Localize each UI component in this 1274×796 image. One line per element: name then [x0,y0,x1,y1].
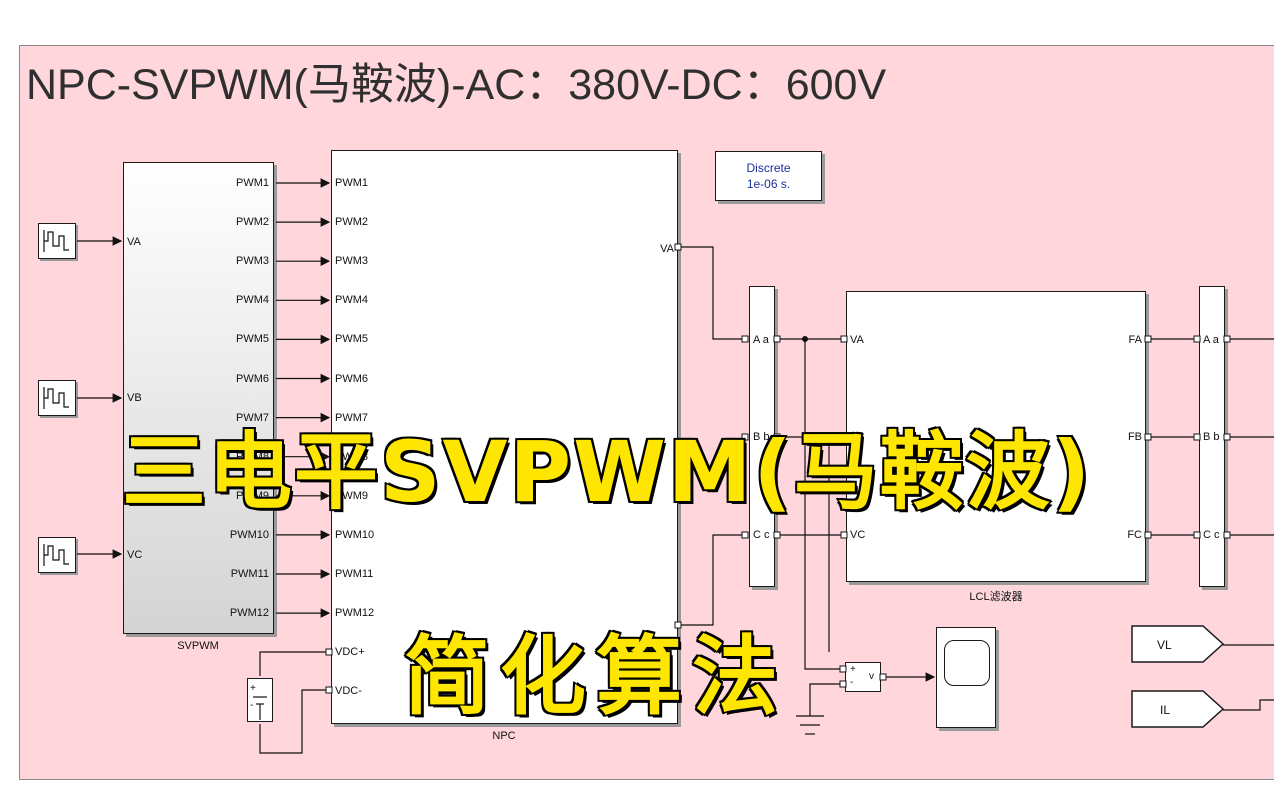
npc-block-label: NPC [492,730,516,742]
npc-input-pwm3: PWM3 [335,255,368,268]
lcl-output-fc: FC [1127,529,1142,541]
npc-input-pwm1: PWM1 [335,177,368,189]
measure2-port-a: A a [1203,334,1219,346]
svpwm-input-vb: VB [127,392,142,404]
sine-source-c[interactable] [38,537,76,573]
dc-source-plus: + [250,683,256,694]
npc-output-va: VA [660,243,674,255]
measure2-port-b: B b [1203,431,1220,443]
svpwm-output-pwm3: PWM3 [236,255,269,268]
npc-input-pwm8: PWM8 [335,450,368,463]
sine-source-a[interactable] [38,223,76,259]
measure2-port-c: C c [1203,529,1220,541]
npc-input-pwm2: PWM2 [335,216,368,229]
npc-input-pwm5: PWM5 [335,333,368,346]
lcl-output-fa: FA [1128,334,1142,346]
sine-wave-icon [43,544,69,566]
wire-branch-voltmeter [804,339,843,670]
wire-dc-minus [259,689,329,754]
sine-wave-icon [43,230,69,252]
sine-source-b[interactable] [38,380,76,416]
npc-input-pwm11: PWM11 [335,568,374,580]
npc-input-pwm12: PWM12 [335,607,375,620]
goto-tag-vl-label: VL [1157,638,1172,652]
voltmeter-minus: - [850,677,854,688]
svpwm-output-pwm2: PWM2 [236,216,269,229]
measure1-port-b: B b [753,431,770,443]
npc-input-pwm4: PWM4 [335,294,368,307]
scope-screen-icon [944,640,990,686]
svpwm-input-vc: VC [127,549,143,561]
wire-npc-vc [680,534,745,626]
svpwm-block[interactable] [123,162,274,634]
npc-input-vdc-minus: VDC- [335,685,362,697]
svpwm-output-pwm11: PWM11 [230,568,269,580]
overlay-caption-line1: 三电平SVPWM(马鞍波) [120,422,1093,523]
svpwm-output-pwm9: PWM9 [236,489,269,502]
discrete-step: 1e-06 s. [746,177,791,191]
svpwm-output-pwm1: PWM1 [236,177,269,189]
svpwm-input-va: VA [127,236,141,248]
dc-source-minus: - [250,700,254,711]
ground-icon [796,706,824,735]
svpwm-output-pwm10: PWM10 [229,528,269,541]
wire-npc-va [680,246,745,340]
area-title: NPC-SVPWM(马鞍波)-AC：380V-DC：600V [26,61,887,109]
npc-input-pwm10: PWM10 [335,528,375,541]
lcl-filter-block[interactable] [846,291,1146,582]
discrete-mode: Discrete [746,161,791,175]
lcl-input-vb: VB [850,431,865,443]
voltmeter-output: v [869,671,874,682]
svpwm-output-pwm6: PWM6 [236,372,269,385]
goto-tag-il-label: IL [1160,703,1171,717]
lcl-output-fb: FB [1127,431,1142,443]
npc-input-pwm6: PWM6 [335,372,368,385]
overlay-caption-line2: 简化算法 [403,626,788,729]
npc-block[interactable] [331,150,678,724]
lcl-input-va: VA [850,334,864,346]
goto-tag-il[interactable] [1131,690,1226,730]
npc-input-pwm7: PWM7 [335,411,368,424]
svpwm-output-pwm5: PWM5 [236,333,269,346]
voltmeter-plus: + [850,664,856,675]
svpwm-output-pwm12: PWM12 [229,607,269,620]
svpwm-block-label: SVPWM [177,640,219,652]
npc-input-pwm9: PWM9 [335,489,368,502]
lcl-input-vc: VC [850,529,866,541]
wire-tag-il [1223,699,1274,711]
powergui-discrete-block[interactable]: Discrete 1e-06 s. [715,151,822,201]
svpwm-output-pwm4: PWM4 [236,294,269,307]
wire-dc-plus [259,651,329,676]
lcl-filter-label: LCL滤波器 [969,591,1023,603]
sine-wave-icon [43,387,69,409]
measure1-port-c: C c [753,529,770,541]
svpwm-output-pwm7: PWM7 [236,411,269,424]
svpwm-output-pwm8: PWM8 [236,450,269,463]
voltage-measurement-block[interactable] [845,662,881,692]
wire-voltmeter-ground [809,683,843,706]
npc-input-vdc-plus: VDC+ [335,646,365,658]
goto-tag-vl[interactable] [1131,625,1226,665]
measure1-port-a: A a [753,334,769,346]
